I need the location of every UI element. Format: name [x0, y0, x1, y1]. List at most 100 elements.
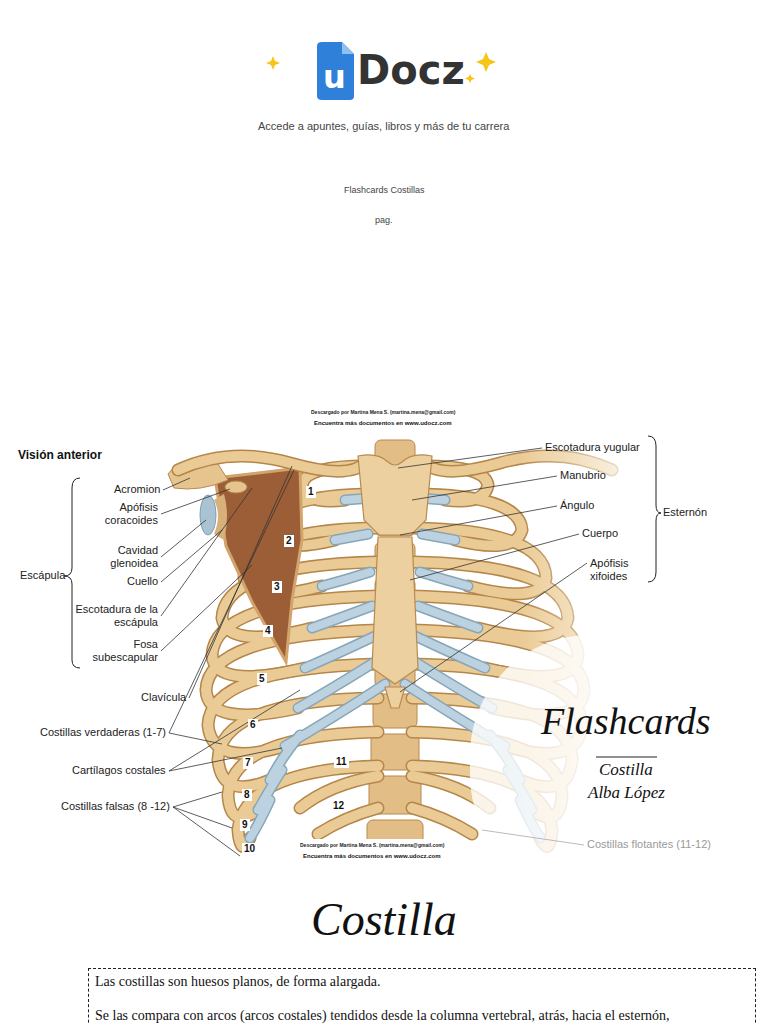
ribs-fill [206, 466, 378, 846]
path-shape [476, 52, 496, 72]
path-shape [214, 494, 227, 540]
part-label: Escotadura de la escápula [74, 603, 158, 629]
path-shape [163, 478, 190, 490]
logo-text: Docz [357, 46, 465, 94]
tagline: Accede a apuntes, guías, libros y más de… [258, 120, 509, 133]
path-shape [400, 563, 587, 692]
callout-number: 4 [263, 625, 273, 637]
path-shape [169, 470, 294, 733]
path-shape [161, 489, 230, 514]
path-shape [161, 488, 252, 616]
watermark: Encuentra más documentos en www.udocz.co… [303, 853, 440, 860]
part-label: Cuerpo [582, 527, 618, 540]
watermark-patch [285, 839, 459, 863]
path-shape [342, 42, 354, 54]
view-title: Visión anterior [18, 448, 102, 462]
callout-number: 9 [240, 819, 250, 831]
callout-number: 11 [334, 756, 349, 768]
part-label: Costillas verdaderas (1-7) [40, 726, 166, 739]
callout-number: 8 [242, 789, 252, 801]
path-shape [178, 456, 366, 471]
definition-box: Las costillas son huesos planos, de form… [88, 968, 756, 1024]
watermark: Descargado por Martina Mena S. (martina.… [300, 842, 444, 848]
scapula [168, 461, 302, 662]
path-shape [322, 572, 370, 586]
path-shape [270, 735, 300, 780]
part-label: Cavidad glenoidea [86, 544, 158, 570]
path-shape [161, 530, 222, 582]
doc-name: Flashcards Costillas [344, 185, 425, 196]
path-shape [169, 733, 222, 744]
path-shape [238, 766, 378, 846]
path-shape [173, 807, 240, 856]
ellipse-shape [225, 481, 247, 493]
title-card-overlay [470, 635, 768, 866]
path-shape [250, 800, 270, 838]
leader-lines [64, 436, 661, 856]
definition-text: Se las compara con arcos (arcos costales… [95, 1007, 749, 1024]
path-shape [358, 455, 432, 535]
callout-number: 12 [331, 800, 346, 812]
card-subtitle: Costilla [599, 760, 653, 780]
page-note: pag. [375, 215, 393, 226]
part-label: Escotadura yugular [545, 441, 640, 454]
part-label: Cuello [127, 575, 158, 588]
path-shape [648, 436, 661, 582]
path-shape [318, 808, 378, 834]
part-label: Costillas flotantes (11-12) [587, 838, 711, 851]
path-shape [335, 534, 368, 540]
path-shape [482, 830, 584, 845]
path-shape [398, 448, 542, 468]
clavicle [178, 456, 366, 471]
path-shape [410, 534, 579, 580]
path-shape [596, 757, 657, 758]
part-label: Apófisis coracoides [86, 501, 158, 527]
logo-icon [317, 42, 354, 100]
page-heading: Costilla [311, 892, 457, 947]
part-label: Costillas falsas (8 -12) [61, 800, 170, 813]
path-shape [305, 636, 375, 668]
group-label: Esternón [663, 506, 707, 519]
watermark: Encuentra más documentos en www.udocz.co… [314, 420, 451, 427]
path-shape [238, 766, 378, 846]
part-label: Manubrio [560, 469, 606, 482]
callout-number: 7 [243, 757, 253, 769]
path-shape [169, 690, 300, 771]
callout-number: 2 [284, 535, 294, 547]
rib-cage-half [206, 466, 385, 846]
path-shape [178, 456, 366, 471]
callout-number: 10 [242, 843, 257, 855]
part-label: Apófisis xifoides [590, 557, 652, 583]
path-shape [318, 808, 378, 834]
part-label: Clavícula [141, 691, 186, 704]
path-shape [412, 476, 557, 500]
path-shape [465, 74, 475, 83]
path-shape [322, 572, 370, 586]
path-shape [173, 792, 222, 807]
definition-text: Las costillas son huesos planos, de form… [95, 973, 749, 991]
ribs [206, 466, 378, 846]
callout-number: 3 [272, 581, 282, 593]
path-shape [335, 534, 368, 540]
callout-number: 6 [248, 719, 258, 731]
path-shape [215, 468, 302, 662]
part-label: Ángulo [560, 499, 594, 512]
path-shape [169, 748, 282, 771]
part-label: Fosa subescapular [78, 638, 158, 664]
path-shape [173, 807, 232, 828]
path-shape [161, 565, 252, 651]
card-author: Alba López [588, 783, 665, 803]
part-label: Acromion [114, 483, 160, 496]
path-shape [372, 537, 418, 684]
path-shape [64, 478, 80, 668]
callout-number: 5 [257, 673, 267, 685]
callout-number: 1 [306, 486, 316, 498]
watermark: Descargado por Martina Mena S. (martina.… [311, 409, 455, 415]
path-shape [161, 520, 206, 557]
logo-letter: u [323, 58, 346, 96]
path-shape [317, 42, 354, 100]
path-shape [312, 606, 372, 628]
card-title: Flashcards [541, 699, 711, 745]
group-label: Escápula [20, 569, 65, 582]
